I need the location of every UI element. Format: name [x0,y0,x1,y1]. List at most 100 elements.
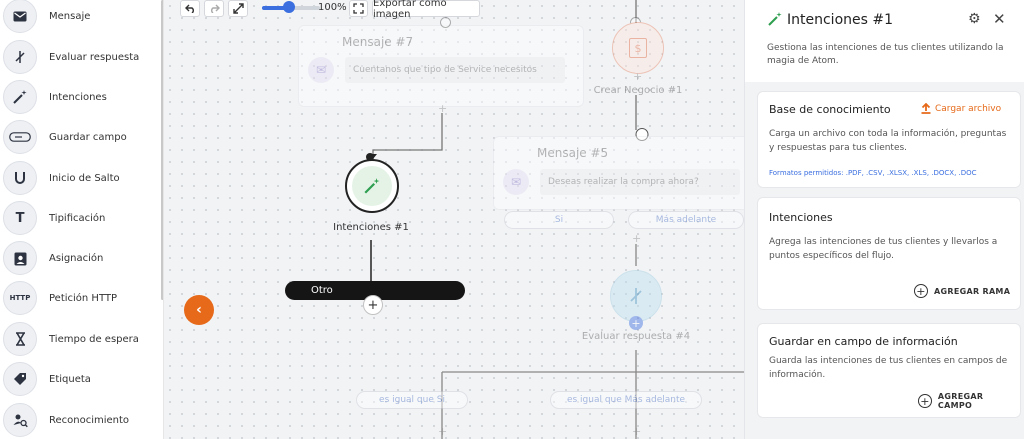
magic-wand-icon [767,11,783,31]
close-icon[interactable]: ✕ [993,10,1006,28]
chevron-left-icon: ‹ [196,302,202,318]
panel-header: Intenciones #1 ⚙ ✕ Gestiona las intencio… [745,0,1024,82]
condition-es-igual-si[interactable]: es igual que Si [356,391,468,409]
mail-icon [3,0,37,33]
text-t-icon: T [3,201,37,235]
plus-circle-icon: + [918,394,932,408]
card-body: Guarda las intenciones de tus clientes e… [769,356,1008,380]
knowledge-base-card: Base de conocimiento Cargar archivo Carg… [757,91,1021,188]
palette-item-tipificacion[interactable]: T Tipificación [0,198,160,238]
branch-label: Otro [311,285,333,296]
add-node-button[interactable]: + [363,295,383,315]
card-body: Carga un archivo con toda la información… [769,129,1007,153]
message-text: Cuentanos que tipo de Service necesitos [345,57,565,83]
connector-handle[interactable] [366,153,374,161]
condition-es-igual-mas-adelante[interactable]: es igual que Más adelante [550,391,702,409]
person-search-icon [3,403,37,437]
palette-item-label: Intenciones [49,91,107,103]
mail-icon: ✉ [308,57,334,83]
palette-item-label: Reconocimiento [49,414,130,426]
intenciones-node-inner [352,166,392,206]
node-palette: Mensaje Evaluar respuesta Intenciones Gu… [0,0,164,439]
node-label: Crear Negocio #1 [593,85,683,96]
panel-title: Intenciones #1 [787,12,893,28]
action-label: AGREGAR CAMPO [937,392,984,410]
plus-circle-icon: + [914,284,928,298]
palette-item-reconocimiento[interactable]: Reconocimiento [0,400,160,439]
palette-item-label: Evaluar respuesta [49,51,140,63]
zoom-slider-handle[interactable] [283,1,295,13]
node-title: Mensaje #7 [342,35,414,49]
palette-item-label: Asignación [49,252,104,264]
add-node-icon[interactable]: + [632,425,642,438]
http-icon: HTTP [3,281,37,315]
palette-item-label: Petición HTTP [49,292,118,304]
node-label: Evaluar respuesta #4 [581,331,691,342]
add-branch-icon[interactable]: + [629,316,643,330]
add-node-icon[interactable]: + [438,102,448,115]
branch-icon [630,288,642,304]
branch-icon [3,40,37,74]
assign-badge-icon [3,241,37,275]
zoom-slider-fill [262,6,291,10]
allowed-formats: Formatos permitidos: .PDF, .CSV, .XLSX, … [769,169,977,177]
intents-card: Intenciones Agrega las intenciones de tu… [757,197,1021,310]
palette-item-intenciones[interactable]: Intenciones [0,77,160,117]
magic-wand-icon [364,178,380,194]
fullscreen-button[interactable] [349,0,368,17]
branch-mas-adelante[interactable]: Más adelante [628,211,744,229]
crear-negocio-node[interactable]: $ [612,22,664,74]
palette-item-label: Mensaje [49,10,91,22]
upload-icon [921,103,931,114]
palette-item-asignacion[interactable]: Asignación [0,238,160,278]
magnet-icon [3,161,37,195]
palette-item-label: Inicio de Salto [49,172,120,184]
palette-item-inicio-de-salto[interactable]: Inicio de Salto [0,158,160,198]
palette-item-label: Guardar campo [49,131,127,143]
palette-item-guardar-campo[interactable]: Guardar campo [0,117,160,157]
flow-canvas[interactable]: 100% Exportar como imagen Mensaje #7 ✉ C… [164,0,744,439]
card-body: Agrega las intenciones de tus clientes y… [769,237,998,261]
undo-button[interactable] [180,0,200,17]
add-branch-button[interactable]: + AGREGAR RAMA [914,284,1010,298]
add-node-icon[interactable]: + [633,70,643,83]
collapse-panel-button[interactable]: ‹ [184,295,214,325]
branch-otro[interactable]: Otro [285,281,465,300]
zoom-value: 100% [318,2,347,13]
properties-panel: Intenciones #1 ⚙ ✕ Gestiona las intencio… [744,0,1024,439]
palette-item-mensaje[interactable]: Mensaje [0,0,160,36]
palette-scrollbar[interactable] [161,0,163,300]
upload-label: Cargar archivo [935,103,1002,114]
intenciones-node[interactable] [345,159,399,213]
add-field-button[interactable]: + AGREGAR CAMPO [918,392,1020,410]
palette-item-peticion-http[interactable]: HTTP Petición HTTP [0,278,160,318]
node-label: Intenciones #1 [333,222,409,233]
palette-item-tiempo-de-espera[interactable]: Tiempo de espera [0,319,160,359]
mail-icon: ✉ [503,169,529,195]
card-title: Guardar en campo de información [769,335,958,348]
evaluar-respuesta-node[interactable] [610,270,662,322]
branch-si[interactable]: Si [504,211,614,229]
tag-icon [3,362,37,396]
add-node-icon[interactable]: + [632,232,642,245]
message-node-5[interactable]: Mensaje #5 ✉ Deseas realizar la compra a… [493,136,744,210]
fit-view-button[interactable] [228,0,248,17]
deal-icon: $ [629,38,647,58]
gear-icon[interactable]: ⚙ [968,11,981,27]
palette-item-etiqueta[interactable]: Etiqueta [0,359,160,399]
palette-item-label: Etiqueta [49,373,91,385]
palette-item-label: Tiempo de espera [49,333,139,345]
panel-subtitle: Gestiona las intenciones de tus clientes… [767,43,1004,66]
add-node-icon[interactable]: + [438,425,448,438]
message-text: Deseas realizar la compra ahora? [540,169,740,195]
connector-handle[interactable] [440,17,451,28]
palette-item-label: Tipificación [49,212,106,224]
redo-button[interactable] [204,0,224,17]
export-image-button[interactable]: Exportar como imagen [372,0,480,20]
action-label: AGREGAR RAMA [934,286,1011,296]
upload-file-button[interactable]: Cargar archivo [921,103,1001,114]
palette-item-evaluar-respuesta[interactable]: Evaluar respuesta [0,37,160,77]
message-node-7[interactable]: Mensaje #7 ✉ Cuentanos que tipo de Servi… [298,25,584,107]
connector-handle[interactable] [635,128,649,141]
magic-wand-icon [3,80,37,114]
